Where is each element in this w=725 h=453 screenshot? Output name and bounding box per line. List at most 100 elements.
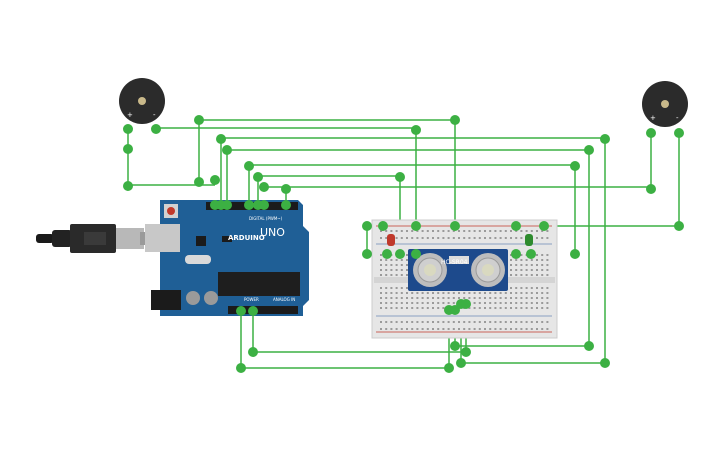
- breadboard-hole: [520, 269, 523, 271]
- breadboard-hole: [484, 292, 486, 294]
- connection-node[interactable]: [222, 145, 232, 155]
- connection-node[interactable]: [450, 115, 460, 125]
- breadboard-hole: [541, 269, 544, 271]
- breadboard-hole: [478, 307, 481, 309]
- connection-node[interactable]: [411, 221, 421, 231]
- wire[interactable]: [127, 128, 215, 186]
- breadboard-hole: [437, 297, 440, 299]
- connection-node[interactable]: [259, 182, 269, 192]
- connection-node[interactable]: [539, 221, 549, 231]
- connection-node[interactable]: [674, 128, 684, 138]
- led-green[interactable]: [525, 234, 533, 246]
- connection-node[interactable]: [194, 115, 204, 125]
- breadboard-hole: [380, 269, 382, 271]
- connection-node[interactable]: [511, 249, 521, 259]
- connection-node[interactable]: [281, 184, 291, 194]
- connection-node[interactable]: [210, 175, 220, 185]
- connection-node[interactable]: [248, 347, 258, 357]
- connection-node[interactable]: [395, 172, 405, 182]
- connection-node[interactable]: [461, 299, 471, 309]
- connection-node[interactable]: [362, 249, 372, 259]
- breadboard-hole: [546, 292, 549, 294]
- breadboard-hole: [510, 254, 512, 256]
- breadboard-hole: [406, 307, 408, 309]
- connection-node[interactable]: [248, 306, 258, 316]
- breadboard-hole: [504, 292, 507, 294]
- connection-node[interactable]: [281, 200, 291, 210]
- connection-node[interactable]: [511, 221, 521, 231]
- breadboard-hole: [489, 321, 492, 323]
- breadboard-hole: [530, 321, 533, 323]
- breadboard-hole: [390, 302, 393, 304]
- breadboard-hole: [541, 274, 544, 276]
- connection-node[interactable]: [236, 306, 246, 316]
- connection-node[interactable]: [123, 181, 133, 191]
- breadboard-hole: [499, 297, 502, 299]
- connection-node[interactable]: [411, 249, 421, 259]
- usb-cable[interactable]: [36, 224, 162, 253]
- capacitor: [186, 291, 200, 305]
- led-red[interactable]: [387, 234, 395, 246]
- breadboard-hole: [380, 237, 382, 239]
- breadboard-hole: [421, 230, 424, 232]
- breadboard-hole: [380, 254, 382, 256]
- breadboard-hole: [468, 328, 471, 330]
- breadboard-hole: [520, 259, 523, 261]
- connection-node[interactable]: [123, 144, 133, 154]
- breadboard-hole: [395, 292, 398, 294]
- breadboard-hole: [380, 264, 382, 266]
- connection-node[interactable]: [259, 200, 269, 210]
- connection-node[interactable]: [244, 161, 254, 171]
- connection-node[interactable]: [411, 125, 421, 135]
- wire[interactable]: [227, 149, 590, 347]
- breadboard-hole: [499, 237, 502, 239]
- connection-node[interactable]: [674, 221, 684, 231]
- connection-node[interactable]: [646, 128, 656, 138]
- connection-node[interactable]: [600, 134, 610, 144]
- connection-node[interactable]: [456, 358, 466, 368]
- connection-node[interactable]: [600, 358, 610, 368]
- crystal: [185, 255, 211, 264]
- breadboard-hole: [541, 292, 544, 294]
- connection-node[interactable]: [151, 124, 161, 134]
- connection-node[interactable]: [253, 172, 263, 182]
- connection-node[interactable]: [526, 249, 536, 259]
- connection-node[interactable]: [236, 363, 246, 373]
- breadboard-hole: [541, 254, 544, 256]
- connection-nodes: [123, 115, 684, 373]
- piezo-buzzer-left[interactable]: + -: [119, 78, 165, 124]
- breadboard-hole: [447, 328, 450, 330]
- connection-node[interactable]: [584, 145, 594, 155]
- breadboard-hole: [437, 302, 440, 304]
- breadboard-hole: [411, 230, 414, 232]
- breadboard-hole: [494, 328, 497, 330]
- connection-node[interactable]: [395, 249, 405, 259]
- connection-node[interactable]: [450, 341, 460, 351]
- connection-node[interactable]: [123, 124, 133, 134]
- connection-node[interactable]: [244, 200, 254, 210]
- connection-node[interactable]: [216, 134, 226, 144]
- connection-node[interactable]: [378, 221, 388, 231]
- breadboard-hole: [530, 230, 533, 232]
- connection-node[interactable]: [461, 347, 471, 357]
- ultrasonic-sensor[interactable]: HC-SR04: [408, 249, 508, 291]
- connection-node[interactable]: [570, 249, 580, 259]
- wire[interactable]: [544, 132, 680, 227]
- connection-node[interactable]: [362, 221, 372, 231]
- connection-node[interactable]: [194, 177, 204, 187]
- breadboard-hole: [400, 321, 403, 323]
- connection-node[interactable]: [584, 341, 594, 351]
- breadboard-hole: [395, 307, 398, 309]
- connection-node[interactable]: [444, 363, 454, 373]
- arduino-uno-board[interactable]: ARDUINO UNO DIGITAL (PWM~) POWER ANALOG …: [145, 200, 309, 316]
- wire[interactable]: [264, 132, 652, 188]
- connection-node[interactable]: [382, 249, 392, 259]
- connection-node[interactable]: [646, 184, 656, 194]
- connection-node[interactable]: [222, 200, 232, 210]
- power-jack: [151, 290, 181, 310]
- breadboard-hole: [426, 292, 429, 294]
- breadboard-hole: [499, 328, 502, 330]
- piezo-buzzer-right[interactable]: + -: [642, 81, 688, 127]
- connection-node[interactable]: [570, 161, 580, 171]
- connection-node[interactable]: [450, 221, 460, 231]
